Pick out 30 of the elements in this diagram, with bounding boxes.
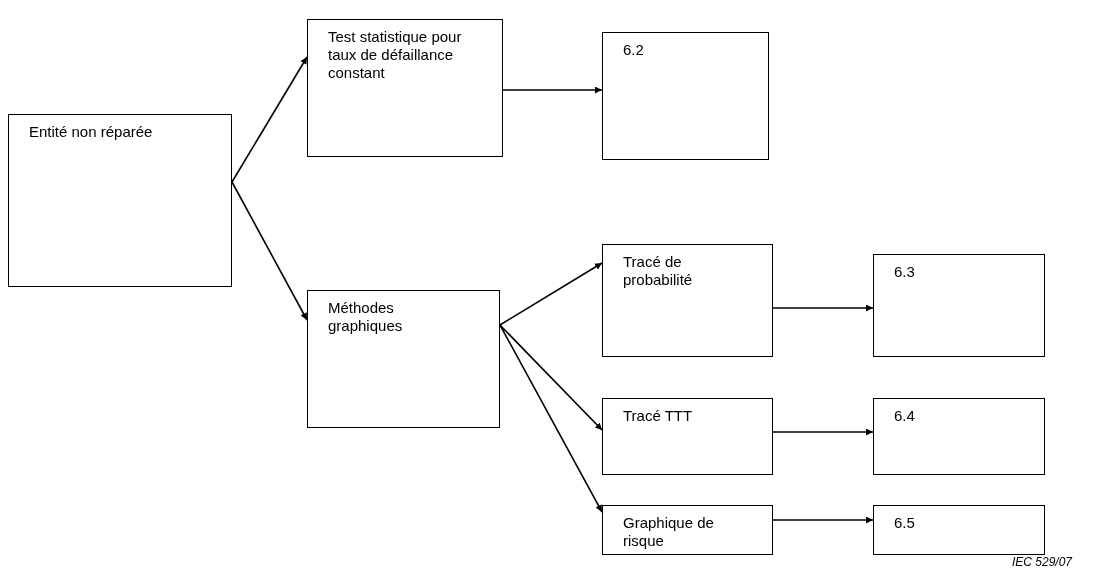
figure-reference: IEC 529/07 (1011, 556, 1072, 569)
arrow (231, 181, 308, 321)
arrow (499, 262, 603, 326)
box-text: Entité non réparée (29, 123, 154, 141)
box-text: 6.3 (894, 263, 916, 281)
box-text: Tracé de probabilité (623, 253, 694, 289)
arrow (499, 324, 603, 513)
process-box (873, 254, 1045, 357)
box-text: Graphique de risque (623, 514, 715, 550)
process-box (307, 290, 500, 428)
process-box (8, 114, 232, 287)
box-text: 6.4 (894, 407, 916, 425)
box-text: 6.2 (623, 41, 645, 59)
arrow (502, 86, 603, 94)
arrow (772, 516, 874, 524)
arrow (772, 428, 874, 436)
box-text: Test statistique pour taux de défaillance constant (328, 28, 463, 82)
process-box (873, 398, 1045, 475)
box-text: Tracé TTT (623, 407, 694, 425)
box-text: 6.5 (894, 514, 916, 532)
process-box (307, 19, 503, 157)
box-text: Méthodes graphiques (328, 299, 404, 335)
arrow (772, 304, 874, 312)
process-box (873, 505, 1045, 555)
process-box (602, 398, 773, 475)
arrow (231, 56, 308, 183)
arrow (499, 324, 603, 431)
process-box (602, 505, 773, 555)
process-box (602, 32, 769, 160)
process-box (602, 244, 773, 357)
